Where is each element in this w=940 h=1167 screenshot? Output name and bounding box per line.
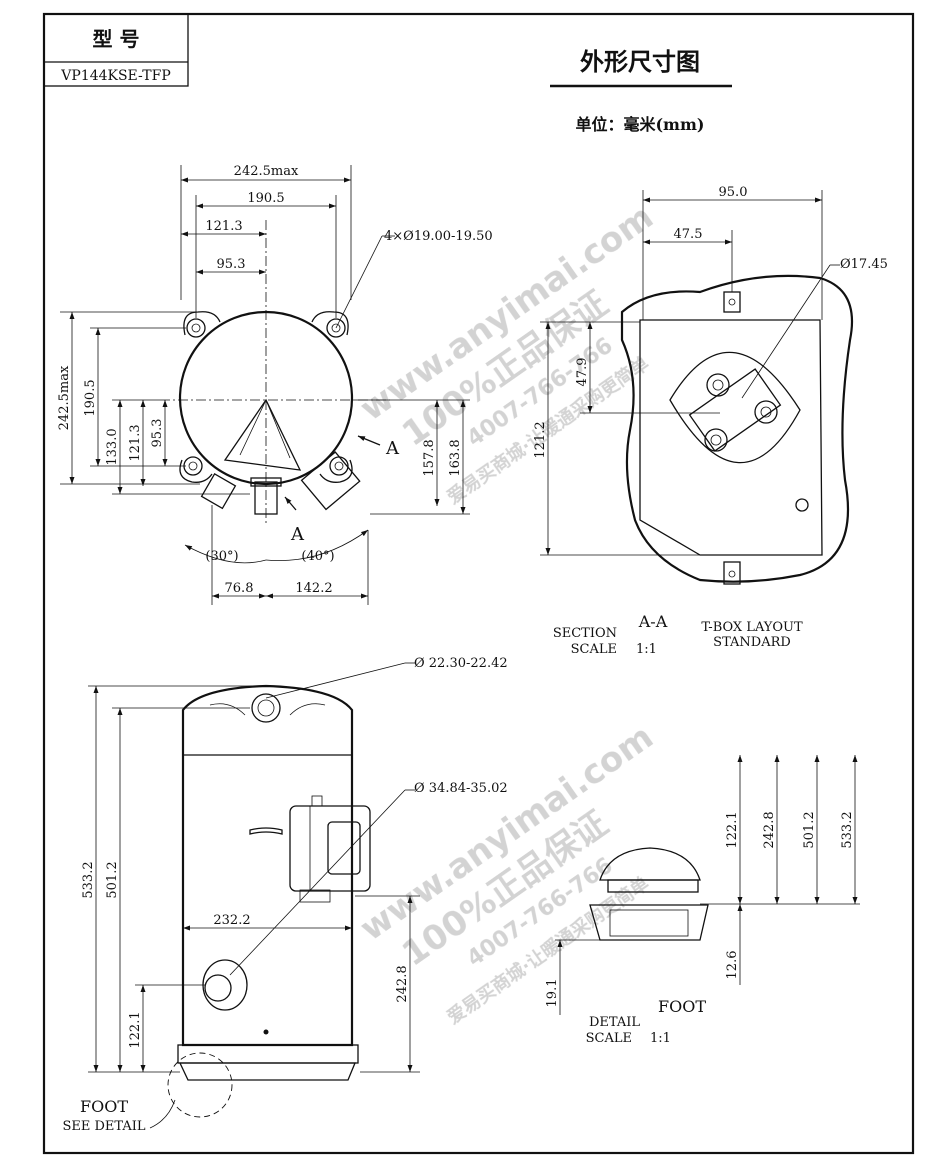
dim-tbox-h-47: 47.9 [575, 358, 590, 387]
dim-h-501: 501.2 [105, 861, 120, 898]
dim-h-121: 121.3 [128, 424, 143, 461]
section-mark-a-right: A [385, 438, 400, 459]
unit-label: 单位：毫米(mm) [575, 115, 704, 134]
title-block: 型 号 VP144KSE-TFP [43, 13, 189, 87]
dim-detail-h-533: 533.2 [840, 811, 855, 848]
side-discharge [202, 959, 248, 1011]
dim-detail-h-242: 242.8 [762, 811, 777, 848]
dim-angle-left: (30°) [205, 549, 238, 564]
left-fitting [200, 472, 237, 510]
dim-w-121: 121.3 [205, 219, 242, 234]
right-fitting [300, 451, 361, 511]
detail-label: DETAIL [589, 1015, 640, 1030]
side-view: Ø 22.30-22.42 Ø 34.84-35.02 533.2 501.2 … [62, 656, 507, 1134]
dim-detail-h-19: 19.1 [545, 979, 560, 1008]
dim-w-190: 190.5 [247, 191, 284, 206]
drawing-title: 外形尺寸图 [580, 47, 700, 76]
dim-w-95: 95.3 [217, 257, 246, 272]
top-view: 4×Ø19.00-19.50 242.5max 190.5 121.3 95.3… [57, 164, 493, 605]
watermark: www.anyimai.com 100%正品保证 4007-766-766 爱易… [353, 197, 661, 1029]
dim-h-163: 163.8 [448, 439, 463, 476]
tbox-housing [620, 274, 854, 583]
model-value: VP144KSE-TFP [60, 68, 170, 84]
detail-foot-label: FOOT [658, 997, 706, 1016]
dim-x-76: 76.8 [225, 581, 254, 596]
dim-h-533: 533.2 [81, 861, 96, 898]
scale-label: SCALE [571, 642, 617, 657]
dim-side-h-242: 242.8 [395, 965, 410, 1002]
dim-h-157: 157.8 [422, 439, 437, 476]
section-title: A-A [638, 612, 668, 631]
section-label: SECTION [553, 626, 617, 641]
detail-view: 122.1 242.8 501.2 533.2 12.6 19.1 FOOT D… [545, 755, 860, 1046]
dim-holes: 4×Ø19.00-19.50 [384, 229, 493, 244]
shell-side [181, 684, 354, 1047]
tbox-standard-label: STANDARD [713, 635, 791, 650]
dim-width-max: 242.5max [234, 164, 299, 179]
dim-tbox-d-17: Ø17.45 [840, 257, 888, 272]
dim-side-w-232: 232.2 [213, 913, 250, 928]
dim-h-190: 190.5 [83, 379, 98, 416]
detail-scale: 1:1 [650, 1031, 671, 1046]
dim-detail-h-12: 12.6 [725, 951, 740, 980]
dim-h-133: 133.0 [105, 428, 120, 465]
see-detail-label: SEE DETAIL [62, 1119, 145, 1134]
dim-h-95: 95.3 [150, 419, 165, 448]
shell-circle [178, 310, 354, 486]
sheet-border [42, 12, 915, 1155]
section-scale: 1:1 [636, 642, 657, 657]
bottom-fitting [254, 481, 278, 515]
dim-tbox-w-47: 47.5 [674, 227, 703, 242]
side-tbox [289, 805, 371, 892]
dim-tbox-h-121: 121.2 [533, 421, 548, 458]
dim-side-h-122: 122.1 [128, 1011, 143, 1048]
detail-scale-label: SCALE [586, 1031, 632, 1046]
tbox-view: 95.0 47.5 Ø17.45 47.9 121.2 A-A SECTION … [533, 185, 888, 657]
dim-suction-top: Ø 22.30-22.42 [414, 656, 508, 671]
model-label: 型 号 [93, 27, 140, 51]
detail-foot-shape [599, 847, 701, 881]
dim-detail-h-122: 122.1 [725, 811, 740, 848]
foot-label: FOOT [80, 1097, 128, 1116]
tbox-layout-label: T-BOX LAYOUT [701, 620, 803, 635]
dim-angle-right: (40°) [301, 549, 334, 564]
dim-h-max: 242.5max [57, 365, 72, 430]
dim-detail-h-501: 501.2 [802, 811, 817, 848]
dim-x-142: 142.2 [295, 581, 332, 596]
dim-discharge: Ø 34.84-35.02 [414, 781, 508, 796]
dim-tbox-w-95: 95.0 [719, 185, 748, 200]
section-mark-a-bottom: A [290, 524, 305, 545]
